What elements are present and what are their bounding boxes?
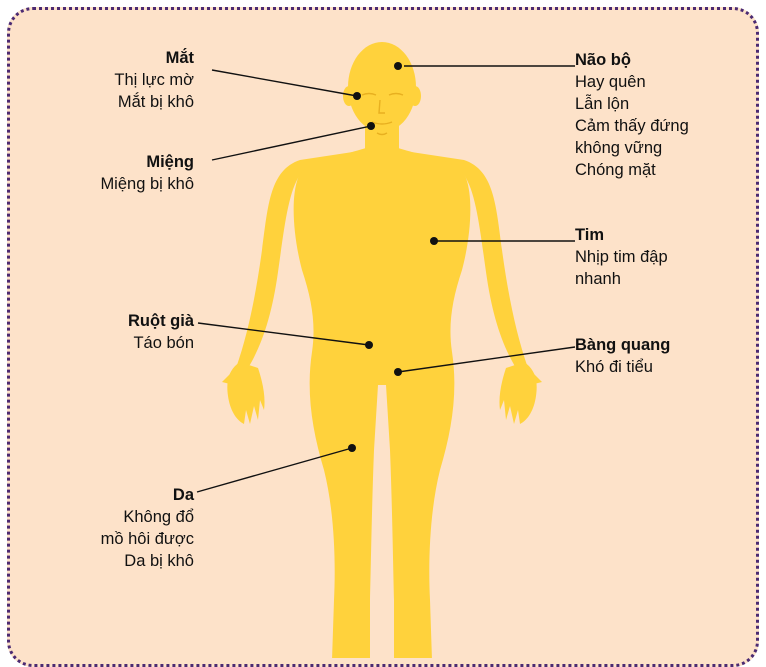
label-da: Da Không đổ mồ hôi được Da bị khô (101, 484, 194, 572)
dot-nao-bo (394, 62, 402, 70)
label-tim-line: nhanh (575, 268, 668, 290)
label-mat-title: Mắt (114, 47, 194, 69)
label-nao-bo-line: Lẫn lộn (575, 93, 689, 115)
label-mat-line: Thị lực mờ (114, 69, 194, 91)
label-da-line: mồ hôi được (101, 528, 194, 550)
dot-mieng (367, 122, 375, 130)
label-tim: Tim Nhịp tim đập nhanh (575, 224, 668, 290)
label-ruot-gia: Ruột già Táo bón (128, 310, 194, 354)
dot-mat (353, 92, 361, 100)
label-nao-bo-title: Não bộ (575, 49, 689, 71)
label-tim-title: Tim (575, 224, 668, 246)
label-da-line: Không đổ (101, 506, 194, 528)
label-bang-quang-title: Bàng quang (575, 334, 670, 356)
label-mieng-title: Miệng (100, 151, 194, 173)
dot-tim (430, 237, 438, 245)
label-bang-quang: Bàng quang Khó đi tiểu (575, 334, 670, 378)
label-nao-bo-line: Hay quên (575, 71, 689, 93)
label-da-line: Da bị khô (101, 550, 194, 572)
label-ruot-gia-title: Ruột già (128, 310, 194, 332)
label-mieng-line: Miệng bị khô (100, 173, 194, 195)
dot-da (348, 444, 356, 452)
label-mat: Mắt Thị lực mờ Mắt bị khô (114, 47, 194, 113)
label-mat-line: Mắt bị khô (114, 91, 194, 113)
label-mieng: Miệng Miệng bị khô (100, 151, 194, 195)
dot-bang-quang (394, 368, 402, 376)
label-nao-bo: Não bộ Hay quên Lẫn lộn Cảm thấy đứng kh… (575, 49, 689, 181)
dot-ruot-gia (365, 341, 373, 349)
label-ruot-gia-line: Táo bón (128, 332, 194, 354)
label-nao-bo-line: Chóng mặt (575, 159, 689, 181)
label-tim-line: Nhịp tim đập (575, 246, 668, 268)
label-nao-bo-line: không vững (575, 137, 689, 159)
connector-mat (212, 70, 357, 96)
label-nao-bo-line: Cảm thấy đứng (575, 115, 689, 137)
label-bang-quang-line: Khó đi tiểu (575, 356, 670, 378)
label-da-title: Da (101, 484, 194, 506)
